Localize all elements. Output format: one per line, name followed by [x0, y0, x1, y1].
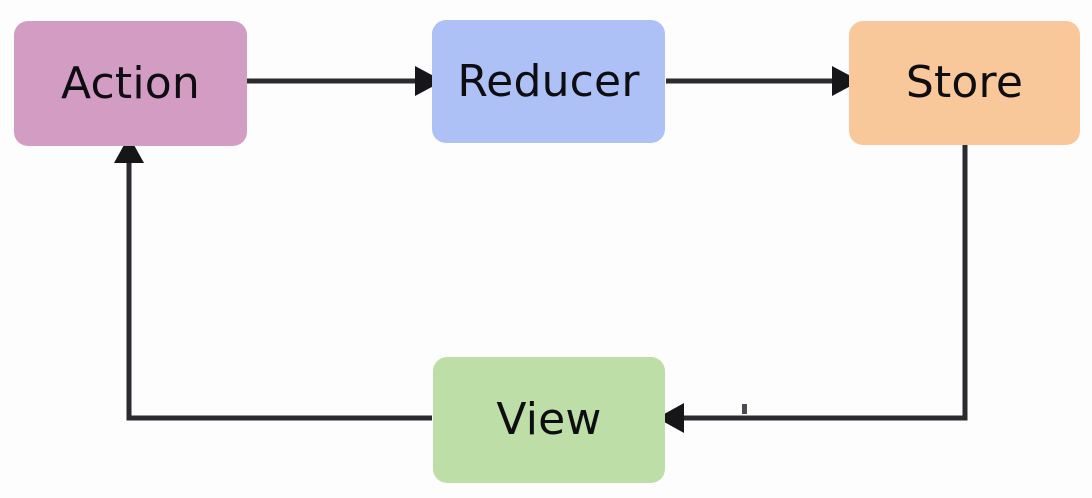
node-reducer-label: Reducer: [457, 55, 640, 107]
node-action[interactable]: Action: [14, 21, 247, 146]
node-view[interactable]: View: [433, 357, 665, 483]
edge-action-to-reducer: [247, 66, 443, 96]
edge-reducer-to-store: [666, 66, 860, 96]
line-artifact-speck: [742, 404, 747, 414]
edge-view-to-action: [114, 136, 432, 421]
edge-store-to-view: [657, 145, 968, 433]
node-view-label: View: [496, 394, 602, 445]
node-reducer[interactable]: Reducer: [432, 20, 665, 143]
node-store-label: Store: [905, 57, 1024, 108]
node-store[interactable]: Store: [849, 21, 1080, 145]
node-action-label: Action: [60, 57, 200, 109]
